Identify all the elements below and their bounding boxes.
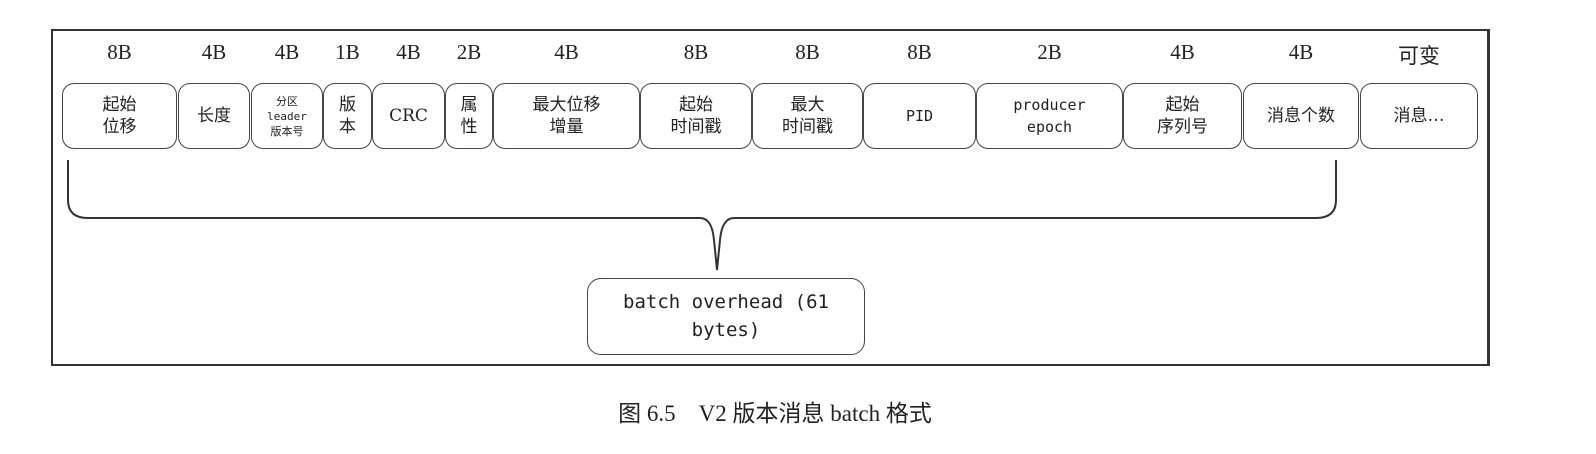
field-size: 8B <box>907 40 932 64</box>
field-box: CRC <box>372 83 445 149</box>
batch-overhead-box: batch overhead (61 bytes) <box>587 278 865 355</box>
field-size: 可变 <box>1398 44 1440 68</box>
field-box: PID <box>863 83 976 149</box>
field-box: 起始 位移 <box>62 83 177 149</box>
field-box: 分区 leader 版本号 <box>251 83 323 149</box>
field-size: 8B <box>795 40 820 64</box>
field-size: 2B <box>456 40 482 64</box>
field-size: 4B <box>201 40 227 64</box>
field-box: producer epoch <box>976 83 1123 149</box>
field-box: 版 本 <box>323 83 372 149</box>
field-box: 属 性 <box>445 83 493 149</box>
field-size: 8B <box>683 40 709 64</box>
field-size: 4B <box>554 40 579 64</box>
field-size: 4B <box>1288 40 1314 64</box>
field-size: 1B <box>335 40 360 64</box>
field-box: 最大位移 增量 <box>493 83 640 149</box>
diagram-frame <box>51 29 1490 366</box>
field-box: 起始 时间戳 <box>640 83 752 149</box>
field-box: 起始 序列号 <box>1123 83 1242 149</box>
field-size: 4B <box>1170 40 1195 64</box>
field-size: 4B <box>396 40 421 64</box>
field-size: 8B <box>107 40 132 64</box>
figure-caption: 图 6.5 V2 版本消息 batch 格式 <box>618 401 932 426</box>
field-box: 长度 <box>178 83 250 149</box>
field-box: 最大 时间戳 <box>752 83 863 149</box>
field-box: 消息个数 <box>1243 83 1359 149</box>
field-size: 4B <box>274 40 300 64</box>
field-box: 消息… <box>1360 83 1478 149</box>
field-size: 2B <box>1037 40 1062 64</box>
